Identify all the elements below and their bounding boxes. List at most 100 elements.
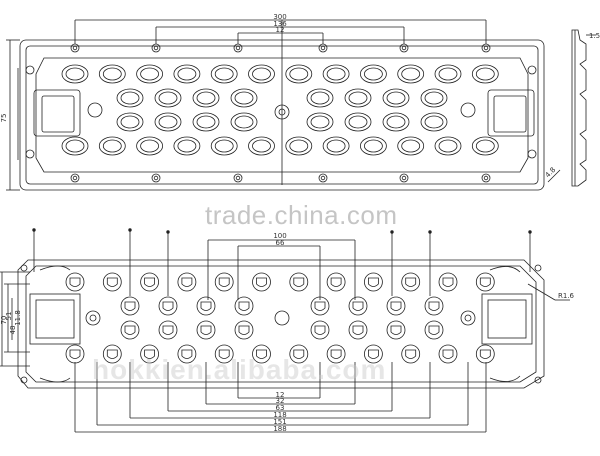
bottom-inner-outline (25, 265, 537, 383)
bottom-lens-shape (479, 277, 491, 287)
top-lens-inner (310, 91, 330, 105)
mount-hole (70, 173, 80, 183)
mount-hole-inner (320, 45, 326, 51)
side-profile (571, 29, 587, 187)
bottom-right-window (481, 293, 533, 345)
bottom-lens (326, 272, 346, 292)
top-lens (382, 88, 410, 108)
top-lens (136, 64, 164, 84)
top-lens-inner (102, 139, 122, 153)
bottom-lens-shape (352, 301, 364, 311)
bottom-lens (475, 272, 495, 292)
top-lens-inner (424, 115, 444, 129)
bottom-lens (158, 296, 178, 316)
bottom-lens-shape (368, 277, 379, 287)
bottom-lens-shape (238, 301, 250, 311)
bottom-lens (401, 272, 421, 292)
top-lens-inner (65, 67, 85, 81)
bottom-lens (310, 320, 330, 340)
top-lens (322, 64, 350, 84)
bottom-lens-shape (256, 349, 267, 359)
bottom-lens (177, 272, 197, 292)
top-lens (306, 112, 334, 132)
top-lens-inner (363, 67, 383, 81)
bottom-lens (348, 296, 368, 316)
leader-dot (128, 228, 132, 232)
top-lens-inner (289, 139, 309, 153)
top-lens (285, 136, 313, 156)
watermark-bottom: hokkien.alibaba.com (92, 354, 387, 385)
leader-dot (166, 230, 170, 234)
bottom-lens-shape (124, 325, 136, 335)
top-lens (434, 64, 462, 84)
bottom-lens (196, 320, 216, 340)
top-lens-inner (234, 115, 254, 129)
top-lens-inner (102, 67, 122, 81)
top-lens-inner (140, 67, 160, 81)
top-lens-inner (158, 91, 178, 105)
top-lens (98, 136, 126, 156)
mount-hole-inner (72, 45, 78, 51)
mount-hole-inner (401, 45, 407, 51)
bottom-lens (401, 344, 421, 364)
corner-hole (534, 376, 542, 384)
top-lens (136, 136, 164, 156)
mount-hole-inner (72, 175, 78, 181)
top-lens (359, 64, 387, 84)
bottom-lens (214, 344, 234, 364)
bottom-lens-shape (106, 277, 118, 287)
side-hole (527, 65, 537, 75)
bottom-lens (386, 296, 406, 316)
top-lens-inner (158, 115, 178, 129)
top-lens (173, 64, 201, 84)
bottom-lens-shape (218, 349, 230, 359)
bottom-lens-shape (405, 277, 417, 287)
top-lens-inner (289, 67, 309, 81)
top-lens (98, 64, 126, 84)
bottom-lens (252, 272, 271, 292)
bottom-dim-label: 32 (276, 397, 285, 405)
bottom-dim-label: 188 (273, 425, 286, 433)
top-lens-inner (386, 115, 406, 129)
bottom-dim-label: 118 (273, 411, 286, 419)
bottom-lens (438, 344, 458, 364)
top-lens (344, 88, 372, 108)
bottom-lens-shape (200, 325, 212, 335)
bottom-lens (214, 272, 234, 292)
mount-hole-inner (153, 45, 159, 51)
top-lens-inner (252, 139, 271, 153)
bottom-lens-shape (218, 277, 230, 287)
bottom-lens-shape (314, 325, 326, 335)
bottom-lens-shape (106, 349, 118, 359)
top-lens-inner (401, 67, 421, 81)
bottom-lens-shape (144, 349, 155, 359)
bottom-lens (289, 272, 309, 292)
bottom-dim-label: 63 (276, 404, 285, 412)
top-lens-inner (252, 67, 271, 81)
bottom-lens (158, 320, 178, 340)
top-lens-inner (214, 139, 234, 153)
top-lens-inner (65, 139, 85, 153)
top-lens-inner (177, 67, 197, 81)
bottom-lens (363, 272, 383, 292)
bottom-dim-label: 12 (276, 391, 285, 399)
bottom-right-screw (460, 310, 476, 326)
bottom-lens (102, 344, 122, 364)
bottom-center-screw (274, 310, 290, 326)
top-lens (116, 88, 144, 108)
bottom-lens-shape (442, 277, 454, 287)
corner-hole (20, 264, 28, 272)
bottom-lens-shape (200, 301, 212, 311)
top-view-drawing (6, 19, 596, 191)
bottom-lens-shape (479, 349, 491, 359)
corner-hole (534, 264, 542, 272)
bottom-lens-shape (330, 277, 342, 287)
bottom-lens (65, 272, 85, 292)
bottom-lens-shape (124, 301, 136, 311)
bottom-lens (424, 320, 444, 340)
top-lens (306, 88, 334, 108)
mount-hole-inner (235, 45, 241, 51)
top-lens (192, 88, 220, 108)
bottom-dim-left-b: 51 (5, 312, 13, 321)
